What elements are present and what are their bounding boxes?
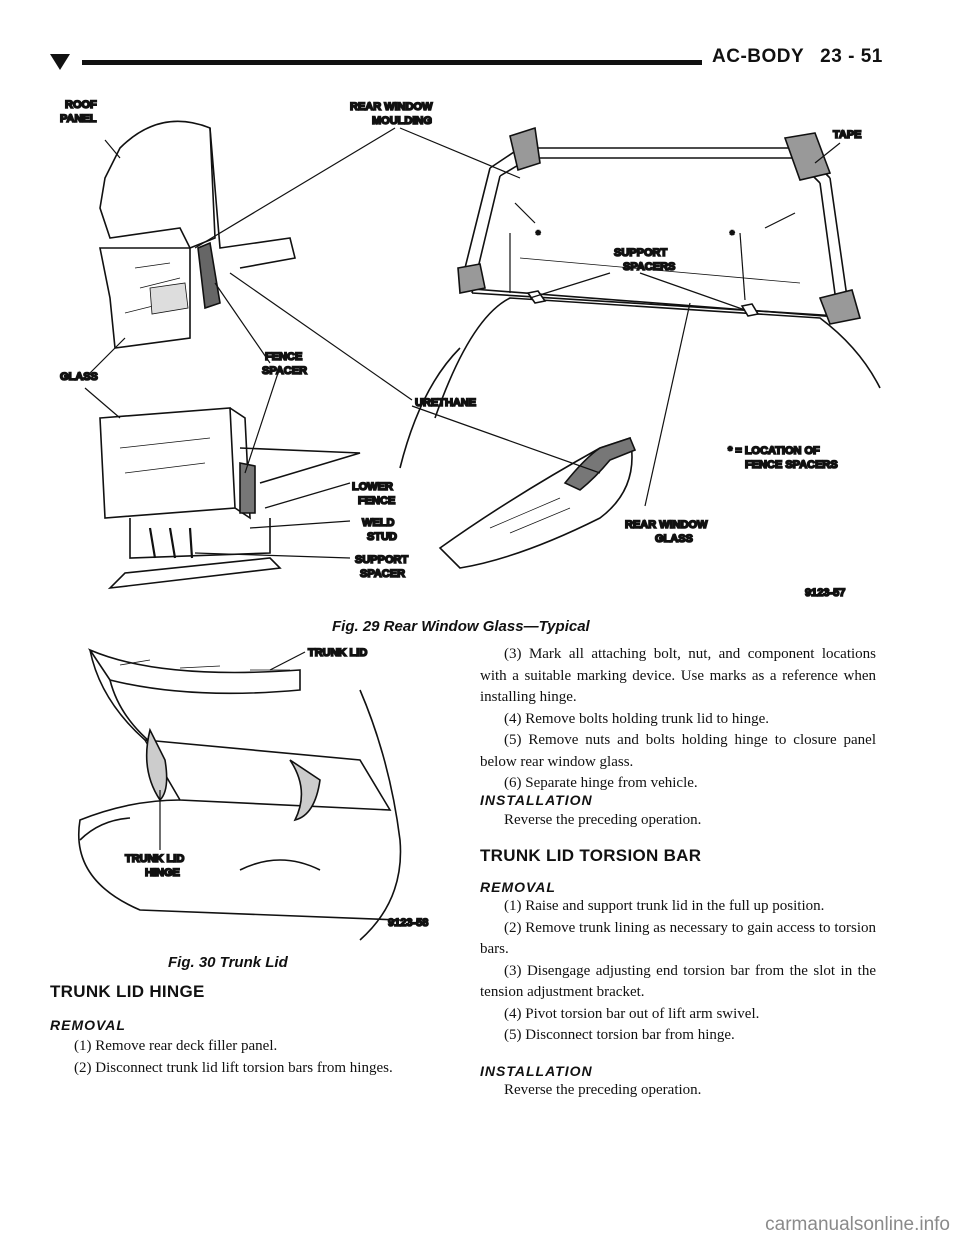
label-trunk-lid-hinge-1: TRUNK LID bbox=[125, 853, 184, 865]
figure-code: 9123-58 bbox=[388, 917, 428, 929]
step-text: (3) Disengage adjusting end torsion bar … bbox=[480, 962, 876, 1001]
installation-text: Reverse the preceding operation. bbox=[480, 1080, 876, 1102]
step-text: Reverse the preceding operation. bbox=[504, 812, 702, 828]
label-rear-window-moulding-1: REAR WINDOW bbox=[350, 101, 433, 113]
step-text: (4) Remove bolts holding trunk lid to hi… bbox=[504, 710, 769, 727]
label-lower-fence-1: LOWER bbox=[352, 481, 393, 493]
subheading-installation: INSTALLATION bbox=[480, 1063, 593, 1079]
installation-text: Reverse the preceding operation. bbox=[480, 810, 876, 832]
label-weld-stud-2: STUD bbox=[367, 531, 397, 543]
label-support-spacers-1: SUPPORT bbox=[614, 247, 667, 259]
step-text: (5) Remove nuts and bolts holding hinge … bbox=[480, 732, 876, 770]
label-location-2: FENCE SPACERS bbox=[745, 459, 838, 471]
page-header: AC-BODY 23 - 51 bbox=[712, 46, 899, 68]
right-steps-hinge: (3) Mark all attaching bolt, nut, and co… bbox=[480, 644, 876, 795]
step-text: (1) Raise and support trunk lid in the f… bbox=[504, 898, 825, 914]
subheading-removal: REMOVAL bbox=[50, 1017, 126, 1033]
label-lower-fence-2: FENCE bbox=[358, 495, 395, 507]
section-heading-torsion-bar: TRUNK LID TORSION BAR bbox=[480, 846, 702, 865]
section-marker-icon bbox=[50, 54, 70, 70]
section-heading-trunk-lid-hinge: TRUNK LID HINGE bbox=[50, 982, 205, 1001]
label-glass: GLASS bbox=[60, 371, 98, 383]
label-urethane: URETHANE bbox=[415, 397, 476, 409]
asterisk-marker-1: * bbox=[536, 229, 541, 241]
step-text: (6) Separate hinge from vehicle. bbox=[504, 775, 698, 791]
step-text: (1) Remove rear deck filler panel. bbox=[74, 1038, 278, 1054]
label-weld-stud-1: WELD bbox=[362, 517, 394, 529]
label-trunk-lid: TRUNK LID bbox=[308, 647, 367, 659]
step-text: (3) Mark all attaching bolt, nut, and co… bbox=[480, 646, 876, 705]
site-watermark[interactable]: carmanualsonline.info bbox=[765, 1214, 950, 1235]
figure-29-illustration: ROOF PANEL REAR WINDOW MOULDING TAPE SUP… bbox=[40, 88, 920, 608]
step-text: (2) Remove trunk lining as necessary to … bbox=[480, 919, 876, 958]
label-support-spacer-1: SUPPORT bbox=[355, 554, 408, 566]
figure-30-caption: Fig. 30 Trunk Lid bbox=[168, 954, 288, 971]
label-rear-window-glass-1: REAR WINDOW bbox=[625, 519, 708, 531]
right-steps-torsion: (1) Raise and support trunk lid in the f… bbox=[480, 896, 876, 1047]
label-trunk-lid-hinge-2: HINGE bbox=[145, 867, 180, 879]
label-fence-spacer-1: FENCE bbox=[265, 351, 302, 363]
left-steps: (1) Remove rear deck filler panel. (2) D… bbox=[50, 1036, 440, 1079]
label-roof-panel-1: ROOF bbox=[65, 99, 97, 111]
label-rear-window-moulding-2: MOULDING bbox=[372, 115, 432, 127]
label-rear-window-glass-2: GLASS bbox=[655, 533, 693, 545]
header-rule bbox=[82, 60, 702, 65]
subheading-installation: INSTALLATION bbox=[480, 792, 593, 808]
label-tape: TAPE bbox=[833, 129, 862, 141]
label-fence-spacer-2: SPACER bbox=[262, 365, 307, 377]
figure-30-illustration: TRUNK LID TRUNK LID HINGE 9123-58 bbox=[60, 640, 460, 950]
step-text: (4) Pivot torsion bar out of lift arm sw… bbox=[504, 1005, 760, 1022]
label-support-spacer-2: SPACER bbox=[360, 568, 405, 580]
page-number: 23 - 51 bbox=[820, 46, 883, 67]
label-support-spacers-2: SPACERS bbox=[623, 261, 675, 273]
figure-29-caption: Fig. 29 Rear Window Glass—Typical bbox=[332, 618, 590, 635]
figure-code: 9123-57 bbox=[805, 587, 845, 599]
asterisk-marker-2: * bbox=[730, 229, 735, 241]
step-text: Reverse the preceding operation. bbox=[504, 1082, 702, 1098]
label-roof-panel-2: PANEL bbox=[60, 113, 97, 125]
label-location-1: * = LOCATION OF bbox=[728, 445, 820, 457]
step-text: (2) Disconnect trunk lid lift torsion ba… bbox=[74, 1059, 393, 1076]
subheading-removal: REMOVAL bbox=[480, 879, 556, 895]
step-text: (5) Disconnect torsion bar from hinge. bbox=[504, 1027, 735, 1043]
section-title: AC-BODY bbox=[712, 46, 805, 67]
